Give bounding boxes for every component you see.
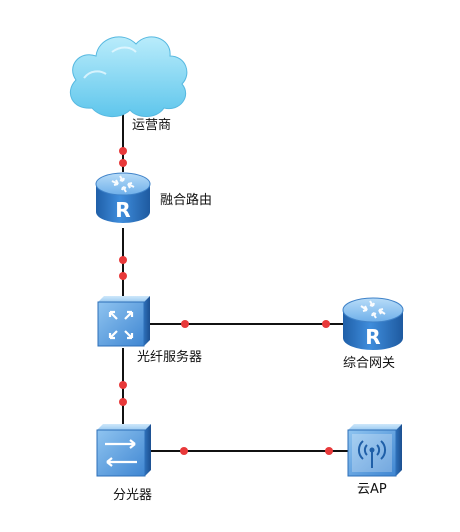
- port-dot: [119, 272, 127, 280]
- port-dot: [119, 147, 127, 155]
- port-dot: [119, 398, 127, 406]
- splitter-icon: [96, 424, 151, 477]
- node-label-fiber-server: 光纤服务器: [137, 350, 203, 365]
- router-icon: R: [95, 172, 151, 223]
- cloud-icon: [70, 36, 188, 117]
- node-label-splitter: 分光器: [113, 488, 153, 503]
- port-dot: [325, 447, 333, 455]
- port-dot: [181, 320, 189, 328]
- svg-text:R: R: [365, 325, 380, 349]
- node-label-cloud-ap: 云AP: [357, 482, 387, 497]
- svg-text:R: R: [115, 198, 130, 222]
- wireless-ap-icon: [347, 424, 402, 477]
- node-label-carrier: 运营商: [132, 118, 172, 133]
- port-dot: [119, 159, 127, 167]
- ports-layer: [119, 147, 333, 455]
- port-dot: [119, 381, 127, 389]
- port-dot: [322, 320, 330, 328]
- switch-icon: [97, 296, 150, 347]
- links-layer: [122, 112, 348, 452]
- router-icon: R: [342, 297, 404, 350]
- port-dot: [119, 256, 127, 264]
- node-label-router: 融合路由: [160, 193, 213, 208]
- port-dot: [180, 447, 188, 455]
- node-label-gateway: 综合网关: [343, 356, 396, 371]
